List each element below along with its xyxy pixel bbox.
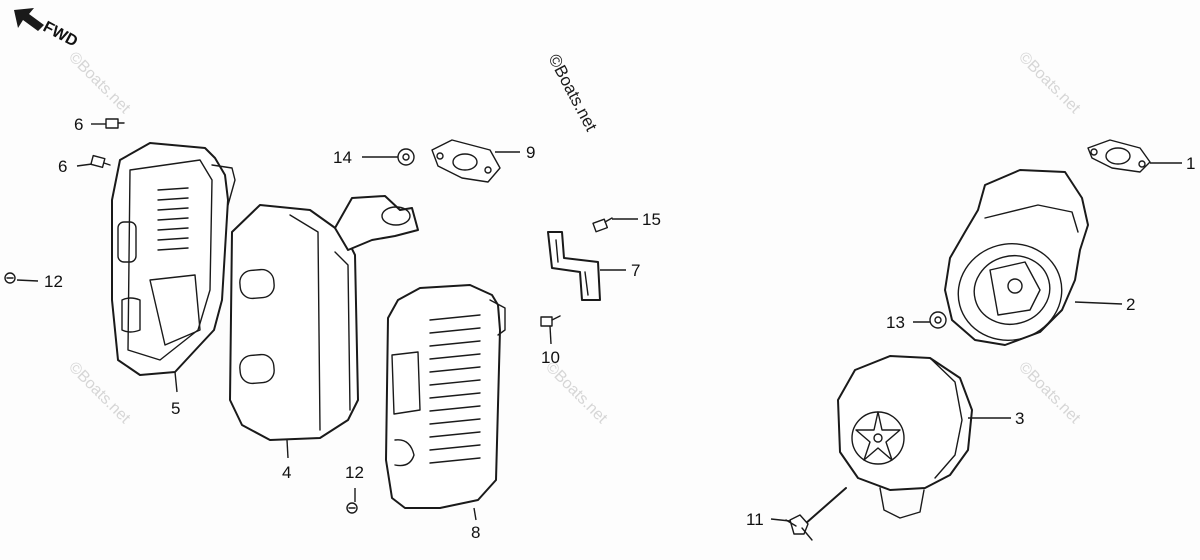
watermark-main: ©Boats.net bbox=[544, 51, 601, 135]
bracket-7 bbox=[547, 231, 601, 301]
bolt-6-upper bbox=[105, 118, 125, 129]
heat-shield-8 bbox=[385, 284, 506, 509]
watermark: ©Boats.net bbox=[65, 359, 134, 428]
air-cleaner-case-2 bbox=[944, 169, 1089, 346]
callout-labels: 6 6 12 5 4 14 9 15 7 10 12 8 1 2 13 3 11 bbox=[44, 115, 1195, 542]
fwd-label: FWD bbox=[40, 19, 80, 51]
callout-6-upper: 6 bbox=[74, 115, 83, 134]
callout-9: 9 bbox=[526, 143, 535, 162]
bolt-10 bbox=[540, 315, 561, 327]
watermark: ©Boats.net bbox=[542, 359, 611, 428]
callout-3: 3 bbox=[1015, 409, 1024, 428]
callout-6-lower: 6 bbox=[58, 157, 67, 176]
nut-13 bbox=[929, 311, 947, 329]
callout-2: 2 bbox=[1126, 295, 1135, 314]
watermark: ©Boats.net bbox=[1015, 359, 1084, 428]
callout-8: 8 bbox=[471, 523, 480, 542]
air-cleaner-cover-3 bbox=[837, 355, 973, 519]
callout-14: 14 bbox=[333, 148, 352, 167]
watermark: ©Boats.net bbox=[1015, 49, 1084, 118]
callout-15: 15 bbox=[642, 210, 661, 229]
nut-14 bbox=[397, 148, 415, 166]
callout-7: 7 bbox=[631, 261, 640, 280]
callout-10: 10 bbox=[541, 348, 560, 367]
muffler-protector-5 bbox=[111, 142, 236, 376]
callout-5: 5 bbox=[171, 399, 180, 418]
bolt-15 bbox=[592, 217, 613, 233]
gasket-1 bbox=[1087, 139, 1151, 173]
fwd-arrow-icon: FWD bbox=[14, 8, 80, 51]
screw-12-left bbox=[4, 272, 16, 284]
callout-12-lower: 12 bbox=[345, 463, 364, 482]
callout-11: 11 bbox=[746, 510, 764, 529]
muffler-4 bbox=[229, 195, 419, 441]
screw-12-lower bbox=[346, 502, 358, 514]
gasket-9 bbox=[431, 139, 501, 183]
callout-12-left: 12 bbox=[44, 272, 63, 291]
callout-13: 13 bbox=[886, 313, 905, 332]
leader-lines bbox=[16, 123, 1182, 522]
watermark: ©Boats.net bbox=[65, 49, 134, 118]
wing-bolt-11 bbox=[785, 487, 847, 541]
louver-slots bbox=[429, 314, 481, 464]
bolt-6-lower bbox=[90, 154, 111, 169]
louver-slots bbox=[157, 187, 189, 251]
callout-1: 1 bbox=[1186, 154, 1195, 173]
callout-4: 4 bbox=[282, 463, 291, 482]
